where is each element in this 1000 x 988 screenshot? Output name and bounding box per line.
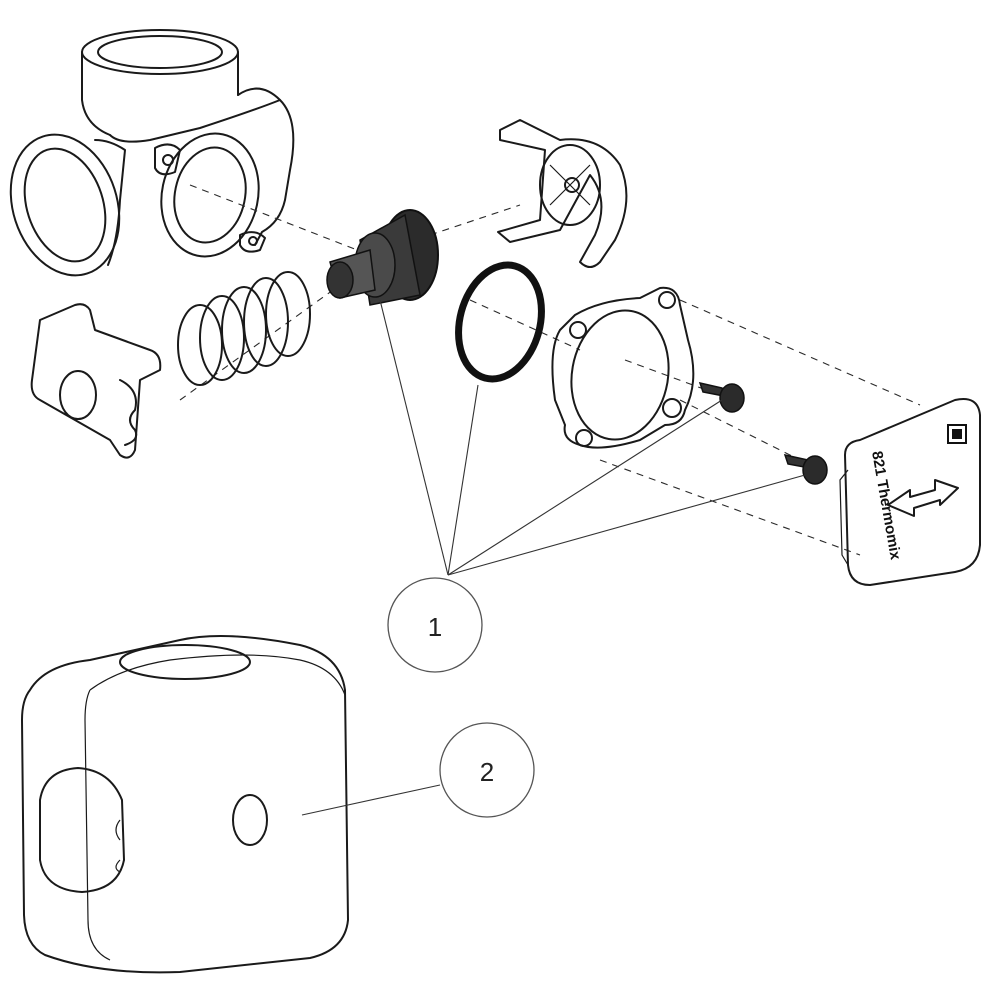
o-ring	[455, 261, 545, 383]
spring	[177, 271, 311, 386]
cover-plate: 821 Thermomix	[839, 398, 981, 586]
cover-box	[21, 635, 349, 974]
screw-lower	[783, 453, 828, 485]
callout-1-leaders	[379, 299, 806, 576]
bracket	[497, 119, 628, 268]
valve-body	[9, 29, 295, 277]
thermostat-cartridge	[326, 209, 439, 306]
screw-upper	[698, 381, 745, 413]
callout-2-leader	[301, 784, 441, 816]
callout-1: 1	[387, 577, 483, 673]
retaining-clip	[30, 303, 162, 459]
cover-plate-label: 821 Thermomix	[868, 450, 904, 562]
callout-1-label: 1	[428, 612, 442, 642]
callout-2-label: 2	[480, 757, 494, 787]
flange-plate	[551, 286, 695, 449]
callout-2: 2	[439, 722, 535, 818]
assembly-axis-lines	[179, 184, 921, 556]
